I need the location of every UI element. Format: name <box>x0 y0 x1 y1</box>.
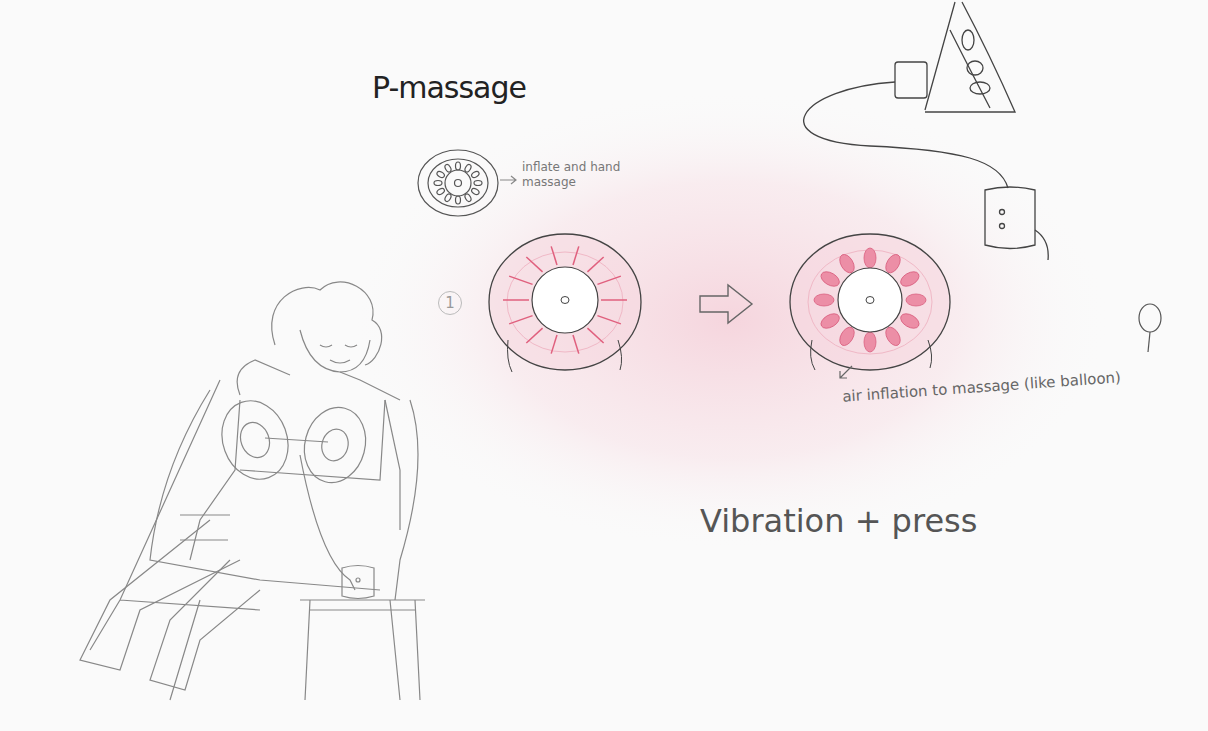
air-cell <box>819 311 842 331</box>
mini-cell <box>436 187 445 195</box>
pad-deflated <box>489 234 641 372</box>
transition-arrow <box>700 285 752 323</box>
air-cell <box>819 269 842 289</box>
pump-handle <box>804 2 1015 188</box>
mini-cell <box>464 193 472 202</box>
mini-cell <box>456 162 461 170</box>
spike-line <box>551 335 557 354</box>
sketch-title: P-massage <box>372 70 526 105</box>
spike-line <box>597 316 620 324</box>
spike-line <box>587 328 603 343</box>
caption-note: Vibration + press <box>700 502 977 540</box>
spike-line <box>509 276 532 284</box>
mini-cell <box>444 193 452 202</box>
small-pad-icon <box>418 150 516 216</box>
air-cell <box>864 332 876 352</box>
mini-cell <box>474 181 482 186</box>
pink-glow <box>350 90 1110 550</box>
mini-cell <box>471 187 480 195</box>
spike-line <box>503 299 529 301</box>
mini-cell <box>434 181 442 186</box>
spike-line <box>551 246 557 265</box>
mini-cell <box>456 196 461 204</box>
air-cell <box>898 269 921 289</box>
annotation-note: inflate and hand massage <box>522 160 634 190</box>
air-cell <box>814 294 834 306</box>
air-cell <box>864 248 876 268</box>
spike-line <box>526 257 542 272</box>
step-number: 1 <box>438 291 462 315</box>
person-in-chair <box>80 282 425 700</box>
air-cell <box>906 294 926 306</box>
spike-line <box>573 246 579 265</box>
mini-cell <box>471 170 480 178</box>
mini-cell <box>444 164 452 173</box>
spike-line <box>601 299 627 301</box>
spike-line <box>587 257 603 272</box>
spike-line <box>573 335 579 354</box>
spike-line <box>597 276 620 284</box>
air-cell <box>898 311 921 331</box>
balloon <box>1139 304 1161 352</box>
pad-inflated <box>790 234 950 378</box>
air-pump <box>985 187 1048 260</box>
mini-cell <box>464 164 472 173</box>
spike-line <box>526 328 542 343</box>
mini-cell <box>436 170 445 178</box>
spike-line <box>509 316 532 324</box>
